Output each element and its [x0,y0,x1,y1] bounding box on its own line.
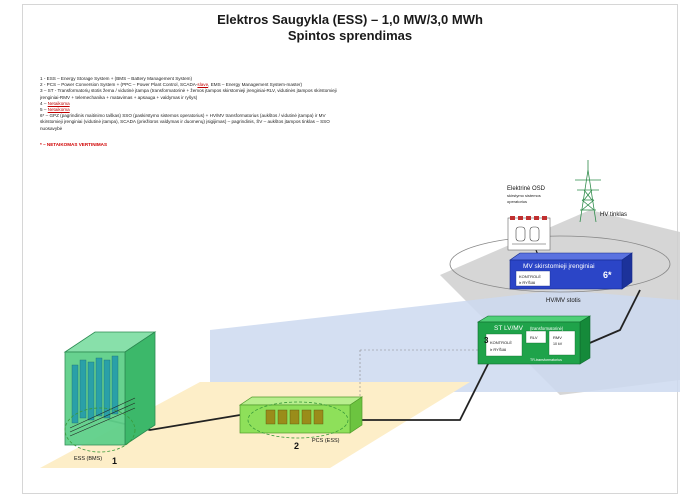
legend-item-2: 2 - PCS – Power Conversion System + (PPC… [40,82,303,88]
st-trafo: TR-transformatorius [530,358,562,362]
legend-note: * – NETAIKOMAS VERTINIMAS [40,141,108,147]
st-subtitle: (transformatorinė) [530,326,564,331]
blue-zone [210,290,680,392]
legend-item-4: 4 – Netaikoma [40,100,70,106]
st-kontrole: KONTROLĖ [490,340,512,345]
mv-number: 6* [603,270,612,280]
st-rysys: ir RYŠIAI [490,347,506,352]
st-number: 3 [484,336,489,345]
legend-item-6: 6* – GPZ (pagrindinis maitinimo taškas) … [40,113,330,131]
osd-substation-icon [507,216,551,251]
osd-sub2: operatorius [507,199,527,204]
osd-sub1: skirstymo sistemos [507,193,541,198]
legend-item-5: 5 – Netaikoma [40,107,70,113]
mv-kontrole: KONTROLĖ [519,274,541,279]
hvmv-label: HV/MV stotis [546,298,581,304]
legend-item-3: 3 – ST - Transformatorių stotis žema / v… [40,88,337,100]
st-station [476,315,592,365]
diagram-subtitle: Spintos sprendimas [287,28,413,43]
st-rlv: RLV [530,335,538,340]
ess-label: ESS (BMS) [74,456,102,462]
cable-st-mv [584,289,641,346]
st-rmv: RMV [553,335,562,340]
legend-item-1: 1 - ESS – Energy Storage System + (BMS –… [40,76,193,81]
pcs-number: 2 [294,441,299,451]
st-title: ST LV/MV [494,325,524,332]
hv-network-label: HV tinklas [600,212,627,218]
legend: 1 - ESS – Energy Storage System + (BMS –… [40,76,340,148]
hv-area-loop [449,235,671,293]
mv-rysys: ir RYŠIAI [519,280,535,285]
mv-switchgear [509,252,633,290]
mv-title: MV skirstomieji įrenginiai [523,263,595,270]
osd-title: Elektrinė OSD [507,186,546,192]
ess-container [63,331,157,453]
diagram-title: Elektros Saugykla (ESS) – 1,0 MW/3,0 MWh [217,12,483,27]
st-rmv-kv: 10 kV [553,342,563,346]
cable-pcs-st [355,359,491,421]
ess-number: 1 [112,456,117,466]
pcs-container [238,396,364,439]
hv-pylon-icon [575,160,601,223]
pcs-label: PCS (ESS) [312,438,340,444]
